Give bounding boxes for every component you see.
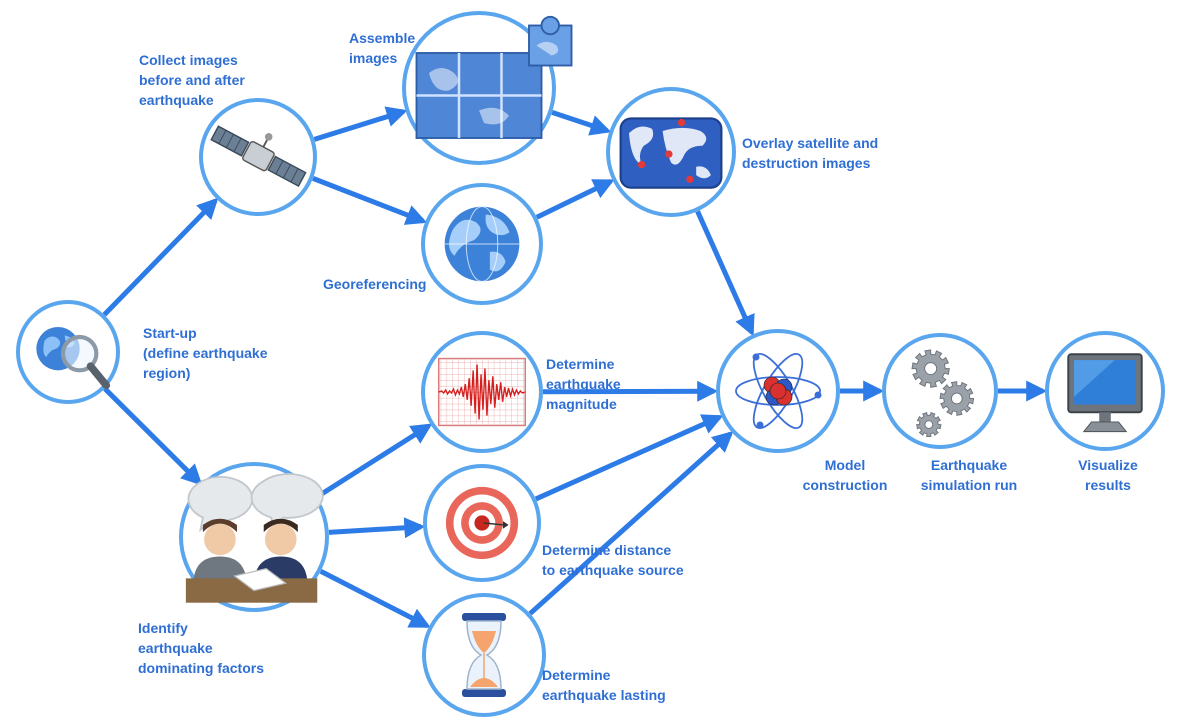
hourglass-icon <box>462 613 506 697</box>
label-line: earthquake <box>139 92 214 108</box>
label-collect: Collect images before and after earthquake <box>139 52 245 108</box>
globe-icon <box>444 206 520 282</box>
magnifier-globe-icon <box>36 327 111 390</box>
arrow-identify-to-lasting <box>319 569 431 629</box>
nodes-layer <box>16 11 1165 717</box>
label-assemble: Assemble images <box>349 30 415 66</box>
label-line: destruction images <box>742 155 871 171</box>
arrow-collect-to-assemble <box>313 106 408 142</box>
arrow-assemble-to-overlay <box>551 109 612 136</box>
node-collect <box>199 98 317 216</box>
arrow-identify-to-magnitude <box>315 423 433 499</box>
label-line: earthquake lasting <box>542 687 666 703</box>
monitor-icon <box>1067 353 1143 433</box>
label-line: before and after <box>139 72 245 88</box>
label-line: (define earthquake <box>143 345 268 361</box>
label-line: Start-up <box>143 325 197 341</box>
label-startup: Start-up (define earthquake region) <box>143 325 268 381</box>
arrow-magnitude-to-model <box>542 380 719 402</box>
label-line: magnitude <box>546 396 617 412</box>
arrow-startup-to-identify <box>103 386 203 486</box>
target-icon <box>445 486 519 560</box>
label-magnitude: Determine earthquake magnitude <box>546 356 621 412</box>
node-identify <box>179 462 329 612</box>
label-overlay: Overlay satellite and destruction images <box>742 135 878 171</box>
node-simulation <box>882 333 998 449</box>
label-model: Model construction <box>803 457 888 493</box>
label-line: images <box>349 50 397 66</box>
arrow-georef-to-overlay <box>535 179 615 220</box>
label-line: earthquake <box>138 640 213 656</box>
label-line: to earthquake source <box>542 562 684 578</box>
label-line: Determine <box>546 356 615 372</box>
arrow-collect-to-georef <box>312 176 428 225</box>
node-overlay <box>606 87 736 217</box>
label-line: Visualize <box>1078 457 1138 473</box>
label-line: Collect images <box>139 52 238 68</box>
node-startup <box>16 300 120 404</box>
world-map-icon <box>619 117 723 189</box>
seismogram-icon <box>437 357 527 427</box>
label-visualize: Visualize results <box>1078 457 1138 493</box>
people-discussion-icon <box>185 473 324 603</box>
label-line: Earthquake <box>931 457 1007 473</box>
arrow-distance-to-model <box>534 414 724 502</box>
label-line: Georeferencing <box>323 276 426 292</box>
node-model <box>716 329 840 453</box>
label-georef: Georeferencing <box>323 276 426 292</box>
label-lasting: Determine earthquake lasting <box>542 667 666 703</box>
puzzle-icon <box>415 15 573 139</box>
node-assemble <box>402 11 573 165</box>
label-line: region) <box>143 365 190 381</box>
arrow-startup-to-collect <box>102 197 219 317</box>
node-distance <box>423 464 541 582</box>
label-simulation: Earthquake simulation run <box>921 457 1017 493</box>
label-line: dominating factors <box>138 660 264 676</box>
label-line: Determine <box>542 667 611 683</box>
label-line: Assemble <box>349 30 415 46</box>
satellite-icon <box>210 125 307 188</box>
label-line: Overlay satellite and <box>742 135 878 151</box>
label-line: simulation run <box>921 477 1017 493</box>
node-visualize <box>1045 331 1165 451</box>
node-ring <box>882 333 998 449</box>
node-georef <box>421 183 543 305</box>
label-line: construction <box>803 477 888 493</box>
node-magnitude <box>421 331 543 453</box>
label-line: Model <box>825 457 865 473</box>
label-line: earthquake <box>546 376 621 392</box>
label-identify: Identify earthquake dominating factors <box>138 620 264 676</box>
node-lasting <box>422 593 546 717</box>
label-line: Determine distance <box>542 542 671 558</box>
label-line: results <box>1085 477 1131 493</box>
gears-icon <box>911 349 975 438</box>
label-line: Identify <box>138 620 188 636</box>
arrow-overlay-to-model <box>695 210 755 337</box>
label-distance: Determine distance to earthquake source <box>542 542 684 578</box>
arrow-lasting-to-model <box>528 430 734 616</box>
arrow-identify-to-distance <box>328 517 426 539</box>
labels-layer: Start-up (define earthquake region) Collect… <box>138 30 1138 703</box>
arrows-layer <box>102 106 1048 629</box>
atom-icon <box>735 353 822 429</box>
